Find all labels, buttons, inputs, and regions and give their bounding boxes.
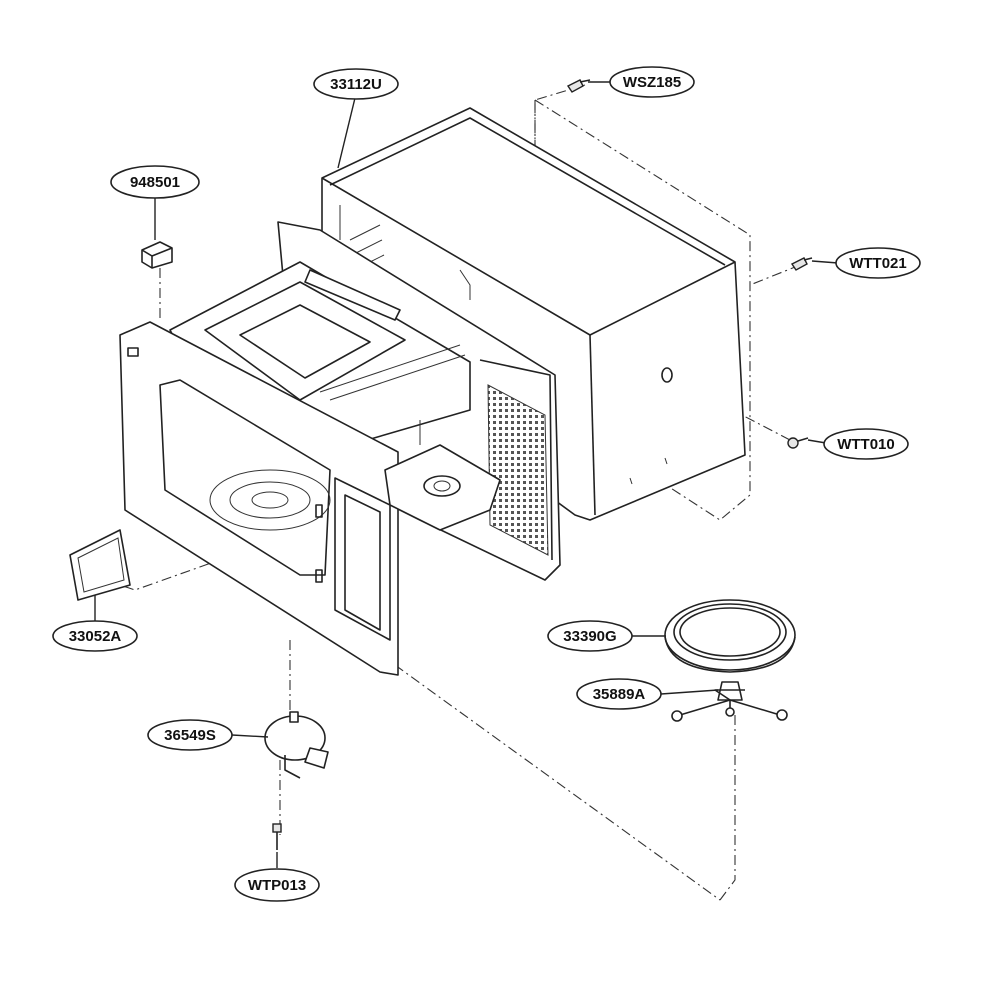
callout-label: 36549S (164, 727, 216, 744)
callout-WTP013: WTP013 (234, 868, 320, 902)
front-panel (119, 321, 399, 676)
callout-label: WTP013 (248, 877, 306, 894)
screw-wtt010-icon (787, 437, 809, 449)
callout-label: 948501 (130, 174, 180, 191)
screws (272, 79, 813, 850)
screw-wtp013-icon (272, 823, 282, 850)
fuse-block-part (141, 241, 173, 269)
callout-label: 33112U (330, 76, 382, 93)
callout-WSZ185: WSZ185 (609, 66, 695, 98)
screw-wsz185-icon (566, 79, 591, 93)
callout-948501: 948501 (110, 165, 200, 199)
callout-label: WTT021 (849, 255, 907, 272)
callout-label: 33052A (69, 628, 122, 645)
motor-bracket (384, 444, 501, 531)
callout-label: 35889A (593, 686, 646, 703)
callout-WTT021: WTT021 (835, 247, 921, 279)
callout-33052A: 33052A (52, 620, 138, 652)
turntable-motor-part (264, 711, 329, 779)
callout-36549S: 36549S (147, 719, 233, 751)
callout-WTT010: WTT010 (823, 428, 909, 460)
callout-35889A: 35889A (576, 678, 662, 710)
roller-support-part (671, 681, 788, 722)
callout-label: WTT010 (837, 436, 895, 453)
callout-33112U: 33112U (313, 68, 399, 100)
glass-tray-part (664, 599, 796, 673)
callout-label: WSZ185 (623, 74, 681, 91)
callout-label: 33390G (563, 628, 616, 645)
callout-33390G: 33390G (547, 620, 633, 652)
cover-plate-part (69, 529, 131, 601)
screw-wtt021-icon (790, 257, 813, 271)
